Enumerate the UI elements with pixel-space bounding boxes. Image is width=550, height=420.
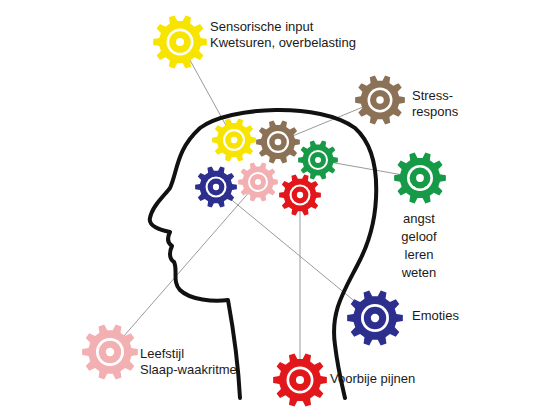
gear-hole <box>106 348 114 356</box>
gear-hole <box>176 38 184 46</box>
gear-label: Sensorische input <box>210 19 313 35</box>
gear-hole <box>297 192 303 198</box>
gear-symbol <box>256 120 300 163</box>
leader-line <box>300 195 301 380</box>
gear-label-node: Stress-respons <box>355 75 405 125</box>
gear-symbol <box>82 325 138 380</box>
gear-label-node: LeefstijlSlaap-waakritme <box>82 324 138 380</box>
gear-body <box>238 162 278 201</box>
gear-symbol <box>347 291 403 346</box>
gear-ring <box>223 129 245 151</box>
gear-hub <box>208 179 225 196</box>
gear-label-node: Voorbije pijnen <box>273 353 327 407</box>
gear-ring <box>267 131 289 153</box>
gear-body <box>212 118 256 161</box>
gear-ring <box>167 29 194 56</box>
gear-icon <box>273 353 327 407</box>
gear-hub <box>292 187 309 204</box>
gear-hole <box>231 137 238 144</box>
gear-body <box>82 325 138 380</box>
gear-hub <box>310 152 326 168</box>
gear-ring <box>96 338 124 366</box>
gear-ring <box>308 150 328 170</box>
gear-hole <box>255 179 261 185</box>
gear-label: Kwetsuren, overbelasting <box>210 35 356 51</box>
gear-hole <box>275 139 282 146</box>
gear-hole <box>416 174 424 182</box>
gear-body <box>298 140 338 179</box>
gear-ring <box>248 172 268 192</box>
gear-body <box>347 291 403 346</box>
gear-hub <box>364 307 386 329</box>
gear-icon <box>82 324 138 380</box>
gear-ring <box>206 177 227 198</box>
gear-symbol <box>279 174 321 215</box>
gear-label-node: Emoties <box>347 290 403 346</box>
gear-body <box>256 120 300 163</box>
gear-hole <box>376 96 384 104</box>
gear-label: Slaap-waakritme <box>140 362 237 378</box>
gear-hub <box>225 131 243 149</box>
gear-hub <box>250 174 266 190</box>
gear-icon <box>347 290 403 346</box>
gear-symbol <box>355 76 405 125</box>
gear-label: Voorbije pijnen <box>330 371 415 387</box>
gear-icon <box>394 152 446 204</box>
gear-hub <box>410 168 431 189</box>
leader-line <box>110 182 258 352</box>
gear-symbol <box>273 354 327 407</box>
gear-ring <box>290 185 311 206</box>
gear-ring <box>361 304 389 332</box>
inner-gears <box>195 118 338 215</box>
gear-hole <box>371 314 379 322</box>
gear-ring <box>368 88 393 113</box>
gear-symbol <box>394 153 446 204</box>
gear-hub <box>370 90 390 110</box>
gear-hole <box>315 157 321 163</box>
gear-hole <box>296 376 304 384</box>
gear-label: Emoties <box>412 308 459 324</box>
gear-label: Stress-respons <box>412 88 458 120</box>
gear-hole <box>213 184 219 190</box>
gear-ring <box>407 165 433 191</box>
gear-hub <box>269 133 287 151</box>
gear-body <box>355 76 405 125</box>
gear-hub <box>99 341 121 363</box>
gear-icon <box>153 15 207 69</box>
gear-body <box>273 354 327 407</box>
gear-symbol <box>153 16 207 69</box>
gear-body <box>195 166 237 207</box>
gear-icon <box>355 75 405 125</box>
gear-ring <box>287 367 314 394</box>
gear-body <box>279 174 321 215</box>
gear-symbol <box>212 118 256 161</box>
gear-hub <box>169 31 191 53</box>
gear-hub <box>289 369 311 391</box>
gear-label: angst geloof leren weten <box>401 210 436 282</box>
gear-body <box>153 16 207 69</box>
gear-label: Leefstijl <box>140 346 184 362</box>
gear-body <box>394 153 446 204</box>
gear-symbol <box>298 140 338 179</box>
gear-symbol <box>195 166 237 207</box>
gear-label-node: angst geloof leren weten <box>394 152 446 204</box>
gear-symbol <box>238 162 278 201</box>
gear-label-node: Sensorische inputKwetsuren, overbelastin… <box>153 15 207 69</box>
